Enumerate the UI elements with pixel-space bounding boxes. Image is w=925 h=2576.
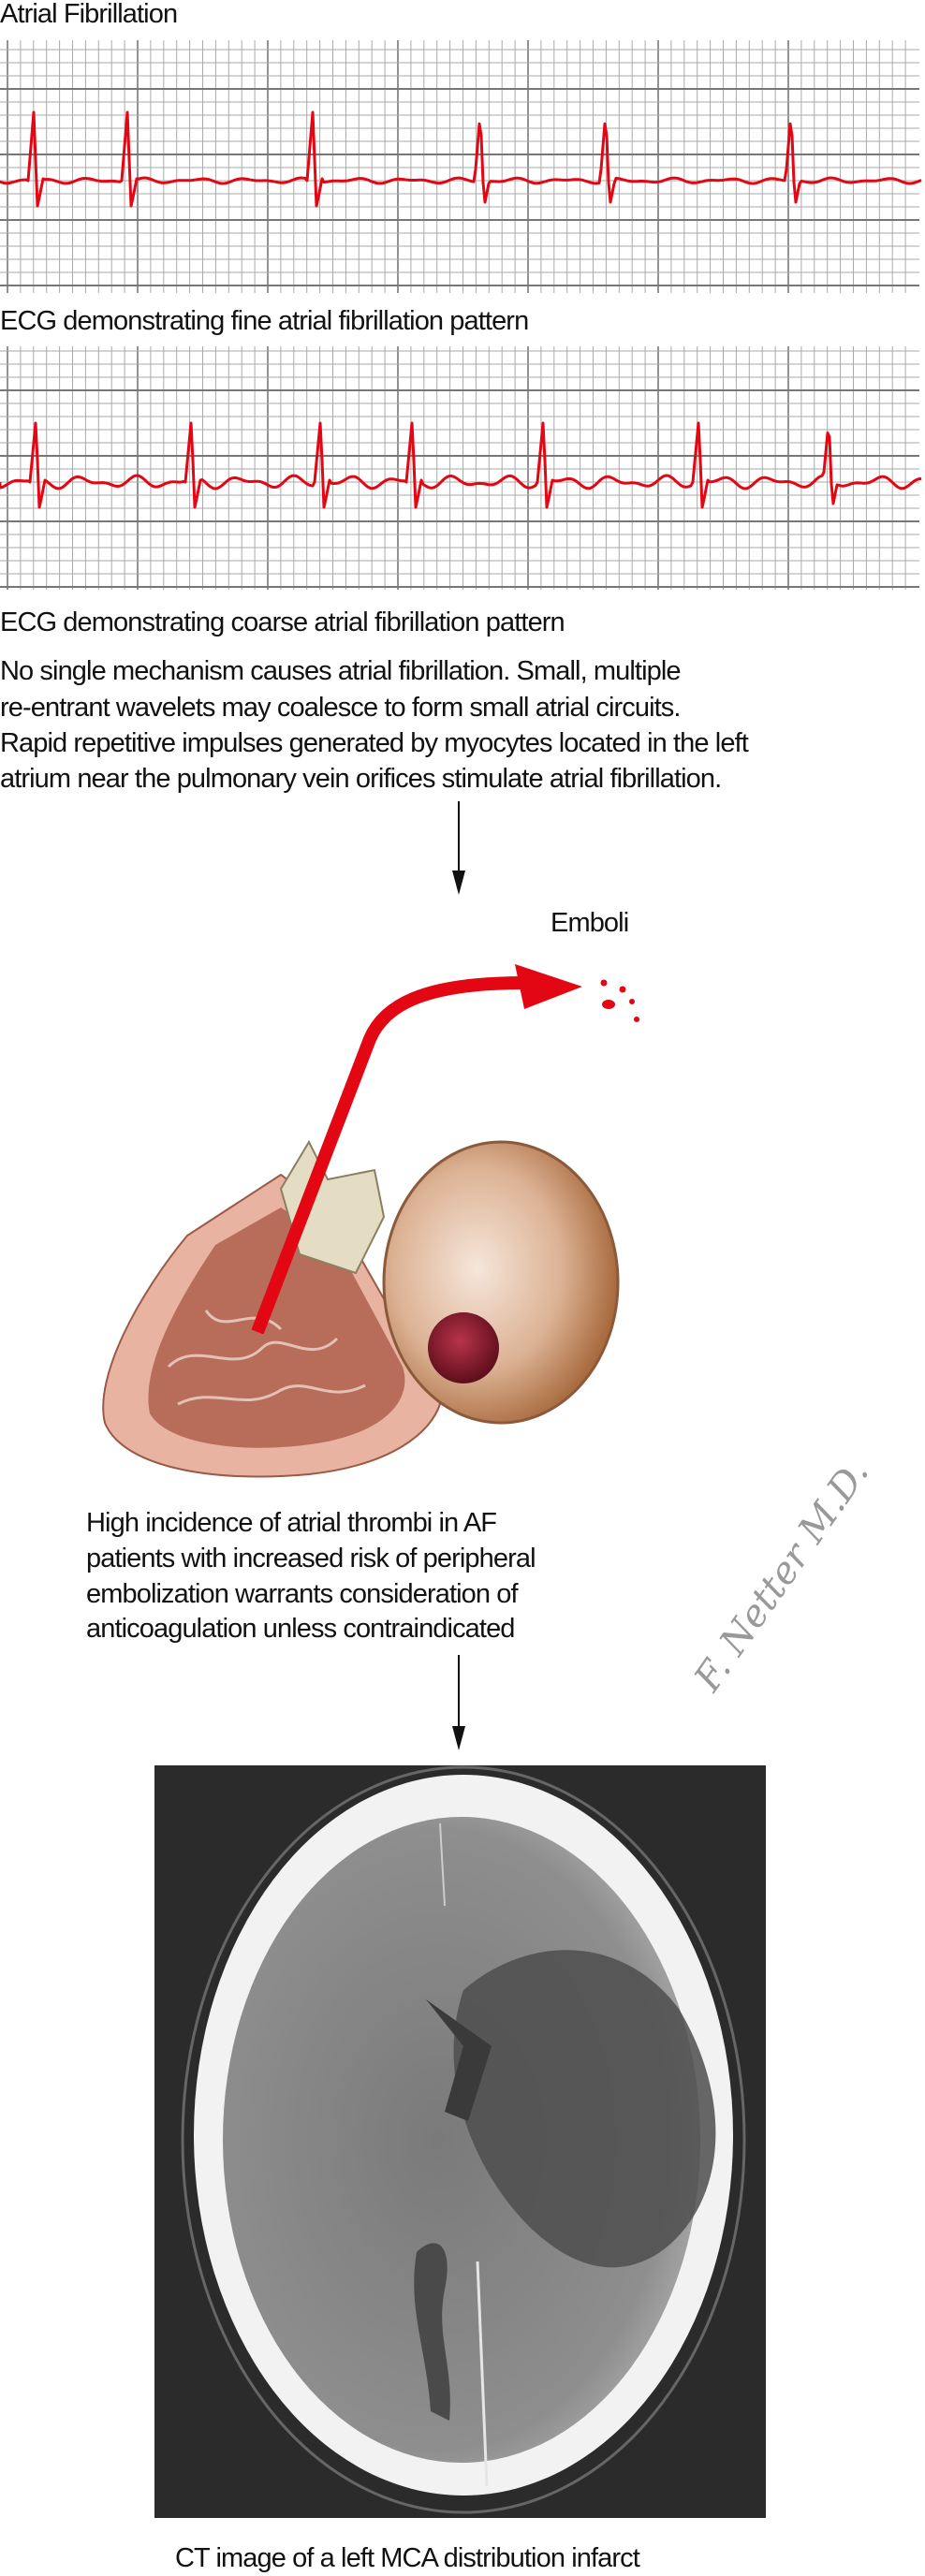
- ecg-coarse-caption: ECG demonstrating coarse atrial fibrilla…: [0, 607, 565, 637]
- heart-illustration: [102, 964, 639, 1478]
- netter-signature: F. Netter M.D.: [686, 1451, 878, 1700]
- ecg-fine-af-strip: [0, 40, 922, 293]
- valve-tissue: [279, 1139, 386, 1275]
- thrombi-line: embolization warrants consideration of: [86, 1579, 519, 1609]
- embolus-arrowhead: [515, 964, 582, 1009]
- ct-caption: CT image of a left MCA distribution infa…: [175, 2543, 640, 2573]
- infarct-region: [453, 1950, 716, 2268]
- ventricle: [426, 1999, 492, 2121]
- ct-brain-image: [154, 1765, 766, 2518]
- ecg-trace: [0, 421, 922, 509]
- mechanism-line: re-entrant wavelets may coalesce to form…: [0, 693, 681, 723]
- embolus-arrow: [251, 976, 525, 1335]
- posterior-ventricle: [414, 2243, 450, 2421]
- ecg-fine-caption: ECG demonstrating fine atrial fibrillati…: [0, 306, 529, 336]
- down-arrow-icon: [452, 801, 465, 895]
- down-arrow-icon: [452, 1655, 465, 1750]
- emboli-label: Emboli: [551, 908, 629, 938]
- ecg-coarse-af-strip: [0, 346, 922, 590]
- atrial-thrombus: [428, 1312, 499, 1383]
- mechanism-line: Rapid repetitive impulses generated by m…: [0, 728, 749, 758]
- thrombi-line: patients with increased risk of peripher…: [86, 1544, 536, 1573]
- thrombi-line: High incidence of atrial thrombi in AF: [86, 1508, 497, 1538]
- thrombi-line: anticoagulation unless contraindicated: [86, 1614, 515, 1644]
- emboli-dots: [600, 979, 639, 1022]
- figure-title: Atrial Fibrillation: [0, 0, 178, 29]
- mechanism-line: atrium near the pulmonary vein orifices …: [0, 764, 722, 794]
- ecg-trace: [0, 110, 922, 208]
- mechanism-line: No single mechanism causes atrial fibril…: [0, 656, 682, 686]
- left-atrium: [382, 1140, 620, 1425]
